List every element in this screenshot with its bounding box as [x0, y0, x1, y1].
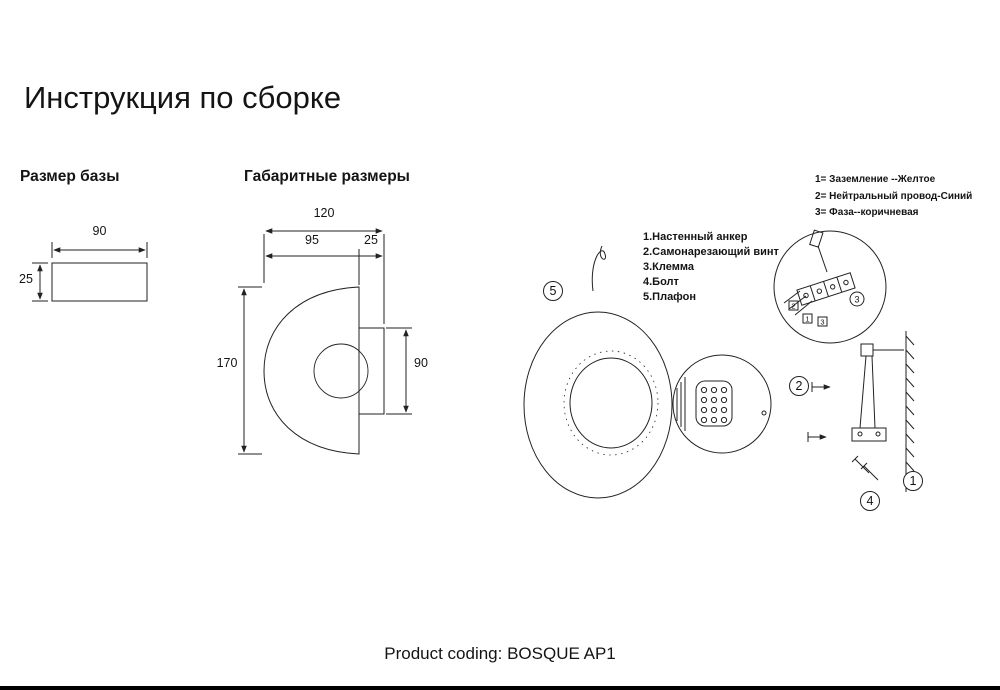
overall-size-label: Габаритные размеры: [244, 168, 410, 185]
callout-part-5: 5: [543, 281, 563, 301]
parts-list-item: 1.Настенный анкер: [643, 231, 748, 243]
shade-drawing: [523, 311, 673, 499]
overall-dimensions-drawing: [238, 228, 412, 455]
callout-part-2: 2: [789, 376, 809, 396]
wiring-legend-item: 1= Заземление --Желтое: [815, 174, 936, 185]
dimension-base-width: 90: [92, 224, 107, 238]
dimension-front-width: 95: [305, 233, 319, 247]
wire-squiggle: [591, 245, 606, 292]
dimension-base-height: 25: [19, 272, 33, 286]
dimension-total-width: 120: [313, 206, 335, 220]
backplate-drawing: [672, 354, 772, 454]
parts-list-item: 3.Клемма: [643, 261, 694, 273]
dimension-back-height: 90: [414, 356, 428, 370]
callout-part-4: 4: [860, 491, 880, 511]
detail-circle-3-label: 3: [854, 295, 859, 305]
bottom-divider: [0, 686, 1000, 690]
detail-box-3-label: 3: [820, 318, 824, 327]
wiring-legend: 1= Заземление --Желтое 2= Нейтральный пр…: [815, 172, 972, 222]
dimension-height: 170: [216, 356, 238, 370]
page-title: Инструкция по сборке: [24, 80, 342, 115]
base-size-drawing: [32, 242, 148, 302]
bracket-wall-drawing: [807, 331, 915, 492]
callout-part-1: 1: [903, 471, 923, 491]
wiring-legend-item: 2= Нейтральный провод-Синий: [815, 190, 973, 202]
parts-list: 1.Настенный анкер 2.Самонарезающий винт …: [643, 230, 779, 305]
dimension-back-width: 25: [364, 233, 378, 247]
product-coding: Product coding: BOSQUE AP1: [384, 644, 616, 663]
detail-box-1-label: 1: [805, 315, 809, 324]
wiring-legend-item: 3= Фаза--коричневая: [815, 207, 919, 218]
parts-list-item: 2.Самонарезающий винт: [643, 246, 779, 258]
wiring-detail-drawing: [773, 229, 887, 344]
parts-list-item: 4.Болт: [643, 276, 679, 288]
parts-list-item: 5.Плафон: [643, 291, 697, 303]
base-size-label: Размер базы: [20, 168, 120, 185]
detail-box-2-label: 2: [791, 302, 795, 311]
